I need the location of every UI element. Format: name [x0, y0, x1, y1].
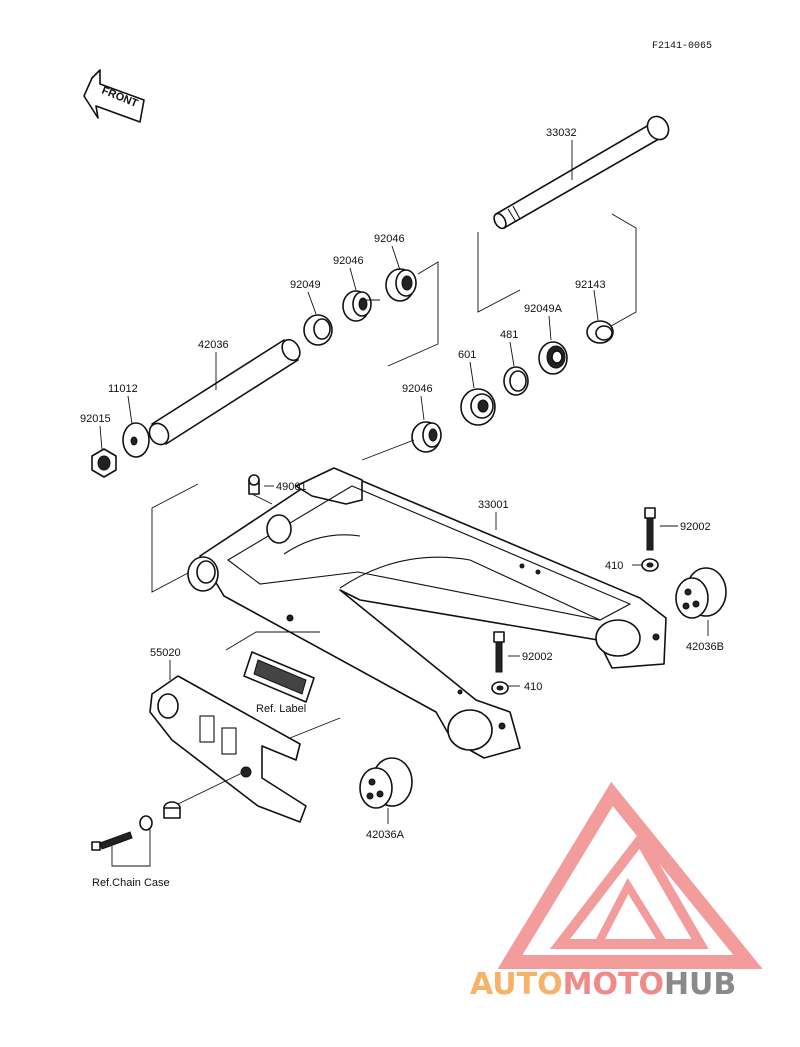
label-33032: 33032 — [546, 127, 577, 139]
needle-bearing-92046-a — [385, 268, 417, 302]
label-92143: 92143 — [575, 279, 606, 291]
needle-bearing-92046-c — [411, 421, 442, 453]
label-49001: 49001 — [276, 481, 307, 493]
seal-92049A — [538, 341, 568, 375]
label-ref-label: Ref. Label — [256, 703, 306, 715]
watermark-auto: AUTO — [470, 967, 563, 1002]
swingarm-33001 — [187, 467, 667, 759]
label-42036: 42036 — [198, 339, 229, 351]
collar-42036A — [359, 757, 413, 809]
svg-text:AUTOMOTOHUB: AUTOMOTOHUB — [470, 967, 736, 1002]
washer-11012 — [122, 422, 150, 458]
label-92049A: 92049A — [524, 303, 563, 315]
watermark-moto: MOTO — [563, 967, 664, 1002]
watermark-logo-icon — [497, 781, 763, 969]
label-33001: 33001 — [478, 499, 509, 511]
label-55020: 55020 — [150, 647, 181, 659]
washer-410-a — [641, 558, 659, 572]
ref-label-plate — [243, 651, 315, 703]
chain-case-hardware — [91, 801, 181, 851]
watermark-text: AUTOMOTOHUB — [470, 967, 736, 1002]
label-92002-b: 92002 — [522, 651, 553, 663]
pivot-shaft-33032 — [493, 115, 670, 230]
label-11012: 11012 — [108, 383, 138, 395]
collar-42036B — [675, 567, 727, 619]
label-92002-a: 92002 — [680, 521, 711, 533]
label-42036B: 42036B — [686, 641, 724, 653]
label-42036A: 42036A — [366, 829, 405, 841]
needle-bearing-92046-b — [342, 290, 372, 322]
ball-bearing-601 — [460, 388, 496, 426]
label-481: 481 — [500, 329, 518, 341]
sleeve-42036 — [148, 338, 301, 446]
label-92046-a: 92046 — [374, 233, 405, 245]
label-601: 601 — [458, 349, 476, 361]
label-ref-chain-case: Ref.Chain Case — [92, 877, 170, 889]
nut-92015 — [91, 448, 117, 478]
front-arrow-icon: FRONT — [83, 69, 145, 123]
label-92015: 92015 — [80, 413, 111, 425]
cap-92143 — [586, 320, 614, 344]
label-92046-c: 92046 — [402, 383, 433, 395]
circlip-481 — [503, 366, 529, 396]
bolt-92002-a — [644, 507, 656, 551]
washer-410-b — [491, 681, 509, 695]
bolt-92002-b — [493, 631, 505, 673]
drawing-code: F2141-0065 — [652, 41, 712, 52]
grease-fitting-49001 — [248, 474, 260, 495]
seal-92049 — [303, 314, 333, 346]
label-410-a: 410 — [605, 560, 623, 572]
label-92049: 92049 — [290, 279, 321, 291]
label-410-b: 410 — [524, 681, 542, 693]
label-92046-b: 92046 — [333, 255, 364, 267]
watermark-hub: HUB — [664, 967, 736, 1002]
chain-guard-55020 — [149, 675, 307, 823]
